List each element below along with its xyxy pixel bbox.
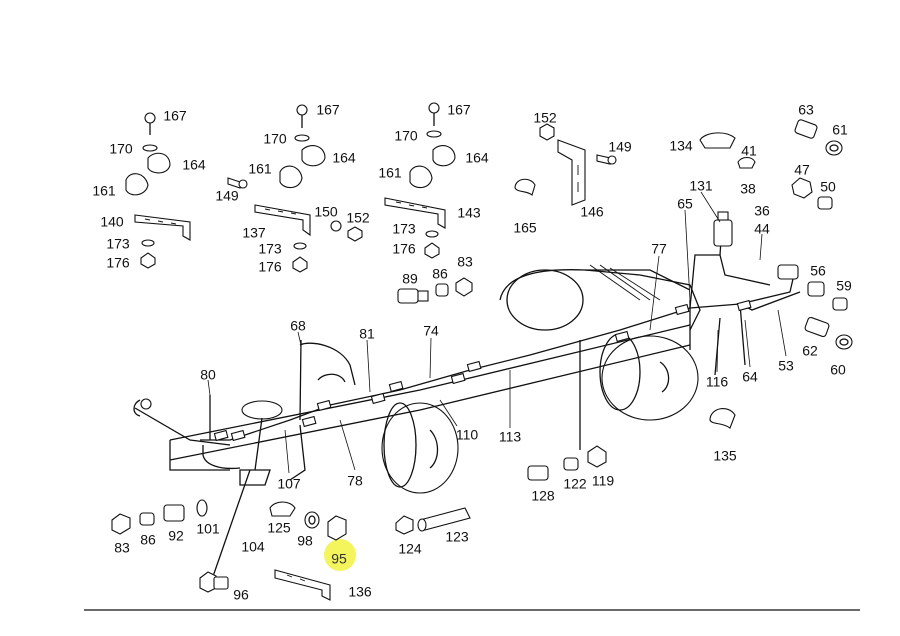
callout-170: 170 — [263, 131, 287, 147]
callout-161: 161 — [378, 165, 402, 181]
callout-164: 164 — [182, 157, 206, 173]
callout-134: 134 — [669, 138, 693, 154]
callout-119: 119 — [592, 473, 615, 489]
callout-89: 89 — [402, 271, 418, 287]
callout-74: 74 — [423, 323, 439, 339]
brake-pipes — [200, 211, 801, 586]
callout-65: 65 — [677, 196, 693, 212]
callout-165: 165 — [513, 220, 537, 236]
callout-63: 63 — [798, 102, 814, 118]
callout-167: 167 — [163, 108, 187, 124]
callout-140: 140 — [100, 214, 124, 230]
leader-lines — [207, 191, 787, 474]
callout-176: 176 — [258, 259, 282, 275]
callout-86: 86 — [140, 532, 156, 548]
highlight-marker — [324, 539, 356, 571]
callout-173: 173 — [392, 221, 416, 237]
callout-116: 116 — [706, 374, 729, 390]
callout-64: 64 — [742, 369, 758, 385]
callout-124: 124 — [398, 541, 422, 557]
callout-170: 170 — [109, 141, 133, 157]
callout-161: 161 — [248, 161, 272, 177]
callout-149: 149 — [215, 188, 239, 204]
fittings-89-86-83 — [397, 277, 473, 304]
parts-bottom-left — [111, 499, 347, 601]
bracket-146 — [514, 123, 617, 206]
callout-59: 59 — [836, 278, 852, 294]
callout-81: 81 — [359, 326, 375, 342]
callout-61: 61 — [832, 122, 848, 138]
callout-135: 135 — [713, 448, 737, 464]
callout-50: 50 — [820, 179, 836, 195]
callout-83: 83 — [457, 254, 473, 270]
callout-161: 161 — [92, 183, 116, 199]
callout-47: 47 — [794, 162, 810, 178]
parts-right-top — [699, 119, 853, 429]
callout-60: 60 — [830, 362, 846, 378]
callout-123: 123 — [445, 529, 469, 545]
callout-146: 146 — [580, 204, 604, 220]
callout-143: 143 — [457, 205, 481, 221]
clamp-group-143 — [384, 102, 456, 259]
callout-83: 83 — [114, 540, 130, 556]
callout-86: 86 — [432, 266, 448, 282]
callout-122: 122 — [563, 476, 587, 492]
callout-44: 44 — [754, 221, 770, 237]
callout-176: 176 — [106, 255, 130, 271]
callout-164: 164 — [332, 150, 356, 166]
callout-36: 36 — [754, 203, 770, 219]
callout-152: 152 — [533, 110, 557, 126]
callout-104: 104 — [241, 539, 265, 555]
callout-68: 68 — [290, 318, 306, 334]
callout-110: 110 — [456, 427, 479, 443]
clamp-group-137 — [254, 104, 363, 273]
callout-173: 173 — [258, 241, 282, 257]
callout-77: 77 — [651, 241, 667, 257]
callout-176: 176 — [392, 241, 416, 257]
callout-136: 136 — [348, 584, 372, 600]
callout-78: 78 — [347, 473, 363, 489]
callout-167: 167 — [316, 102, 340, 118]
callout-173: 173 — [106, 236, 130, 252]
callout-107: 107 — [277, 476, 301, 492]
callout-92: 92 — [168, 528, 184, 544]
callout-80: 80 — [200, 367, 216, 383]
callout-113: 113 — [499, 429, 522, 445]
callout-150: 150 — [314, 204, 338, 220]
clamp-group-140 — [125, 112, 248, 269]
callout-167: 167 — [447, 102, 471, 118]
callout-95: 95 — [331, 551, 347, 567]
callout-152: 152 — [346, 210, 370, 226]
callout-131: 131 — [689, 178, 713, 194]
callout-41: 41 — [741, 143, 757, 159]
callout-98: 98 — [297, 533, 313, 549]
parts-bottom-center — [395, 445, 607, 535]
callout-128: 128 — [531, 488, 555, 504]
callout-labels: 167 170 164 161 140 173 176 149 167 170 164 161 150 1… — [92, 102, 852, 603]
callout-96: 96 — [233, 587, 249, 603]
callout-56: 56 — [810, 263, 826, 279]
callout-125: 125 — [267, 520, 291, 536]
callout-62: 62 — [802, 343, 818, 359]
callout-164: 164 — [465, 150, 489, 166]
callout-101: 101 — [196, 521, 220, 537]
callout-53: 53 — [778, 358, 794, 374]
callout-137: 137 — [242, 225, 266, 241]
vehicle-chassis — [133, 264, 701, 494]
callout-38: 38 — [740, 181, 756, 197]
callout-149: 149 — [608, 139, 632, 155]
callout-170: 170 — [394, 128, 418, 144]
